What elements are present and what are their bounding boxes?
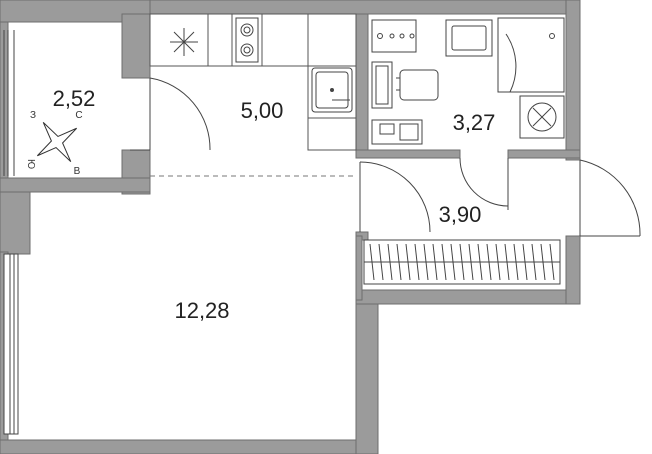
kitchen-counter — [149, 13, 357, 151]
compass-north: С — [75, 110, 82, 121]
bathroom-door — [459, 157, 509, 210]
hanger-line — [513, 243, 519, 281]
hanger-line — [531, 243, 537, 281]
hanger-line — [396, 243, 402, 281]
hanger-line — [441, 243, 447, 281]
balcony-window — [3, 30, 15, 176]
living-window — [3, 253, 19, 435]
hanger-line — [495, 243, 501, 281]
kitchen-sink-icon — [311, 67, 353, 113]
hanger-line — [405, 243, 411, 281]
hanger-line — [477, 243, 483, 281]
stove-icon — [235, 17, 259, 63]
wardrobe-hangers — [369, 243, 555, 281]
hanger-line — [450, 243, 456, 281]
hanger-line — [468, 243, 474, 281]
hall-door — [359, 161, 431, 233]
compass-west: З — [30, 110, 36, 121]
hanger-line — [549, 243, 555, 281]
hallway-area-label: 3,90 — [439, 202, 482, 227]
bathroom-area-label: 3,27 — [453, 110, 496, 135]
compass-east: В — [74, 166, 81, 177]
compass-rose-icon — [36, 121, 78, 163]
compass-south: Ю — [25, 159, 36, 169]
hanger-line — [432, 243, 438, 281]
hanger-line — [486, 243, 492, 281]
hanger-line — [387, 243, 393, 281]
hanger-line — [504, 243, 510, 281]
hanger-line — [378, 243, 384, 281]
compass: С Ю В З — [25, 110, 83, 177]
snowflake-icon — [170, 28, 198, 56]
hanger-line — [423, 243, 429, 281]
hanger-line — [459, 243, 465, 281]
hanger-line — [369, 243, 375, 281]
hanger-line — [540, 243, 546, 281]
walls — [0, 0, 581, 454]
living-area-label: 12,28 — [174, 298, 229, 323]
kitchen-area-label: 5,00 — [241, 98, 284, 123]
balcony-area-label: 2,52 — [53, 86, 96, 111]
hanger-line — [522, 243, 528, 281]
bathroom-fixtures — [371, 17, 565, 145]
balcony-door — [130, 77, 211, 151]
entrance-door — [579, 159, 641, 237]
hanger-line — [414, 243, 420, 281]
